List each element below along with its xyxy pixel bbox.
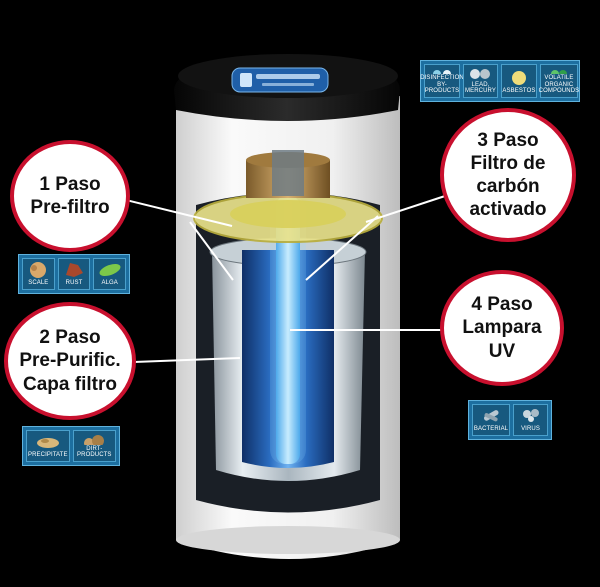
dirt-icon bbox=[84, 435, 105, 445]
asbestos-label: ASBESTOS bbox=[502, 88, 536, 95]
uv-lamp-tube bbox=[276, 196, 300, 464]
voc-badge: VOLATILE ORGANIC COMPOUNDS bbox=[538, 64, 580, 98]
prefilter-cap-inner bbox=[230, 200, 346, 228]
asbestos-icon bbox=[511, 71, 526, 86]
precipitate-icon bbox=[36, 438, 59, 449]
virus-icon bbox=[522, 409, 539, 423]
scale-badge: SCALE bbox=[22, 258, 55, 290]
virus-badge: VIRUS bbox=[513, 404, 548, 436]
dirt-products-label: DIRT-PRODUCTS bbox=[77, 445, 112, 459]
display-text-line bbox=[262, 83, 314, 86]
step-1-bubble: 1 Paso Pre-filtro bbox=[10, 140, 130, 252]
step-3-bubble: 3 Paso Filtro de carbón activado bbox=[440, 108, 576, 242]
disinfection-badge: DISINFECTION BY-PRODUCTS bbox=[420, 64, 464, 98]
display-text-line bbox=[256, 74, 320, 79]
scale-label: SCALE bbox=[28, 280, 49, 287]
contaminants-panel-prefilter: SCALE RUST ALGA bbox=[18, 254, 130, 294]
step-2-label: 2 Paso Pre-Purific. Capa filtro bbox=[19, 327, 121, 395]
scale-icon bbox=[30, 262, 47, 279]
lead-mercury-icon bbox=[470, 69, 491, 79]
step-1-label: 1 Paso Pre-filtro bbox=[30, 173, 110, 218]
step-2-bubble: 2 Paso Pre-Purific. Capa filtro bbox=[4, 302, 136, 420]
uv-lamp-glow bbox=[270, 196, 306, 464]
virus-label: VIRUS bbox=[521, 426, 540, 433]
callout-line-step-2 bbox=[133, 357, 241, 363]
callout-line-step-3 bbox=[305, 215, 379, 281]
contaminants-panel-carbon: DISINFECTION BY-PRODUCTS LEAD, MERCURY A… bbox=[420, 60, 580, 102]
precipitate-badge: PRECIPITATE bbox=[26, 430, 70, 462]
disinfection-label: DISINFECTION BY-PRODUCTS bbox=[420, 75, 464, 95]
lead-mercury-label: LEAD, MERCURY bbox=[465, 81, 496, 95]
bacterial-label: BACTERIAL bbox=[473, 426, 509, 433]
rust-badge: RUST bbox=[57, 258, 91, 290]
step-4-label: 4 Paso Lampara UV bbox=[462, 294, 542, 362]
callout-line-step-1 bbox=[125, 199, 233, 227]
bacteria-icon bbox=[483, 410, 499, 422]
callout-line-step-3 bbox=[365, 195, 446, 223]
alga-label: ALGA bbox=[101, 280, 118, 287]
step-3-label: 3 Paso Filtro de carbón activado bbox=[469, 129, 547, 221]
lead-mercury-badge: LEAD, MERCURY bbox=[463, 64, 498, 98]
bacterial-badge: BACTERIAL bbox=[472, 404, 510, 436]
display-tap-icon bbox=[240, 73, 252, 87]
alga-icon bbox=[99, 264, 121, 277]
contaminants-panel-prepurification: PRECIPITATE DIRT-PRODUCTS bbox=[22, 426, 120, 466]
inner-pipe bbox=[272, 150, 304, 196]
contaminants-panel-uv: BACTERIAL VIRUS bbox=[468, 400, 552, 440]
precipitate-label: PRECIPITATE bbox=[28, 452, 68, 459]
rust-label: RUST bbox=[65, 280, 83, 287]
housing-base bbox=[176, 526, 400, 554]
alga-badge: ALGA bbox=[93, 258, 127, 290]
voc-icon bbox=[550, 70, 567, 75]
step-4-bubble: 4 Paso Lampara UV bbox=[440, 270, 564, 386]
dirt-products-badge: DIRT-PRODUCTS bbox=[72, 430, 116, 462]
asbestos-badge: ASBESTOS bbox=[500, 64, 537, 98]
callout-line-step-1 bbox=[189, 221, 234, 281]
rust-icon bbox=[66, 263, 83, 278]
disinfection-icon bbox=[433, 70, 451, 75]
voc-label: VOLATILE ORGANIC COMPOUNDS bbox=[538, 75, 580, 95]
